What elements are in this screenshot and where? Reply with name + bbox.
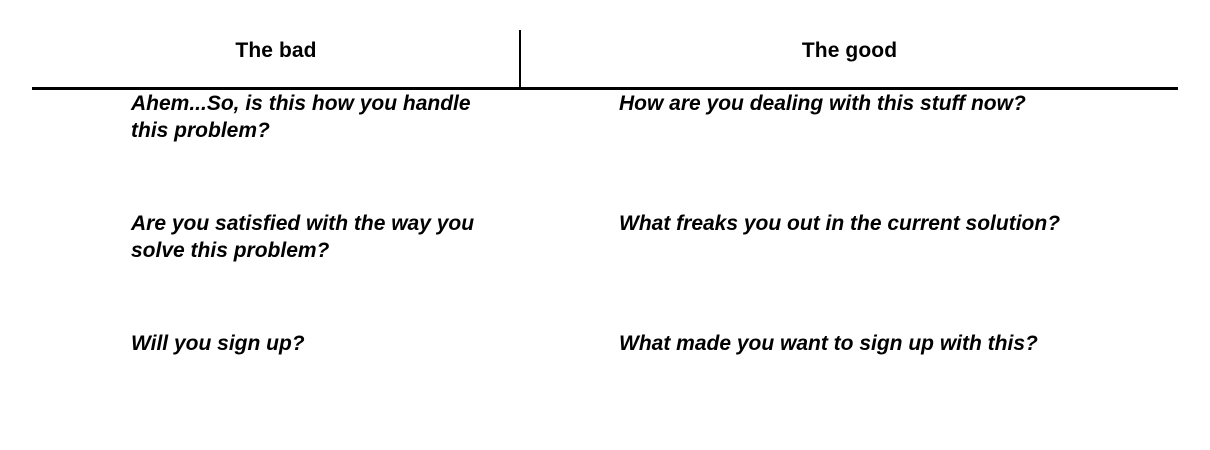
header-underline-rule <box>32 87 1178 90</box>
table-row: Are you satisfied with the way you solve… <box>0 210 1210 330</box>
table-body: Ahem...So, is this how you handle this p… <box>0 90 1210 450</box>
table-header-row: The bad The good <box>0 0 1210 90</box>
cell-bad-question: Ahem...So, is this how you handle this p… <box>131 92 471 142</box>
cell-good-question: What made you want to sign up with this? <box>619 332 1038 355</box>
column-header-the-bad: The bad <box>235 39 317 62</box>
comparison-table: The bad The good Ahem...So, is this how … <box>0 0 1210 355</box>
cell-good-question: How are you dealing with this stuff now? <box>619 92 1026 115</box>
table-row: Will you sign up? What made you want to … <box>0 330 1210 450</box>
column-header-the-good: The good <box>801 39 898 62</box>
table-row: Ahem...So, is this how you handle this p… <box>0 90 1210 210</box>
cell-bad-question: Will you sign up? <box>131 332 305 355</box>
cell-good-question: What freaks you out in the current solut… <box>619 212 1061 235</box>
column-divider-line <box>519 30 521 87</box>
cell-bad-question: Are you satisfied with the way you solve… <box>131 212 475 262</box>
